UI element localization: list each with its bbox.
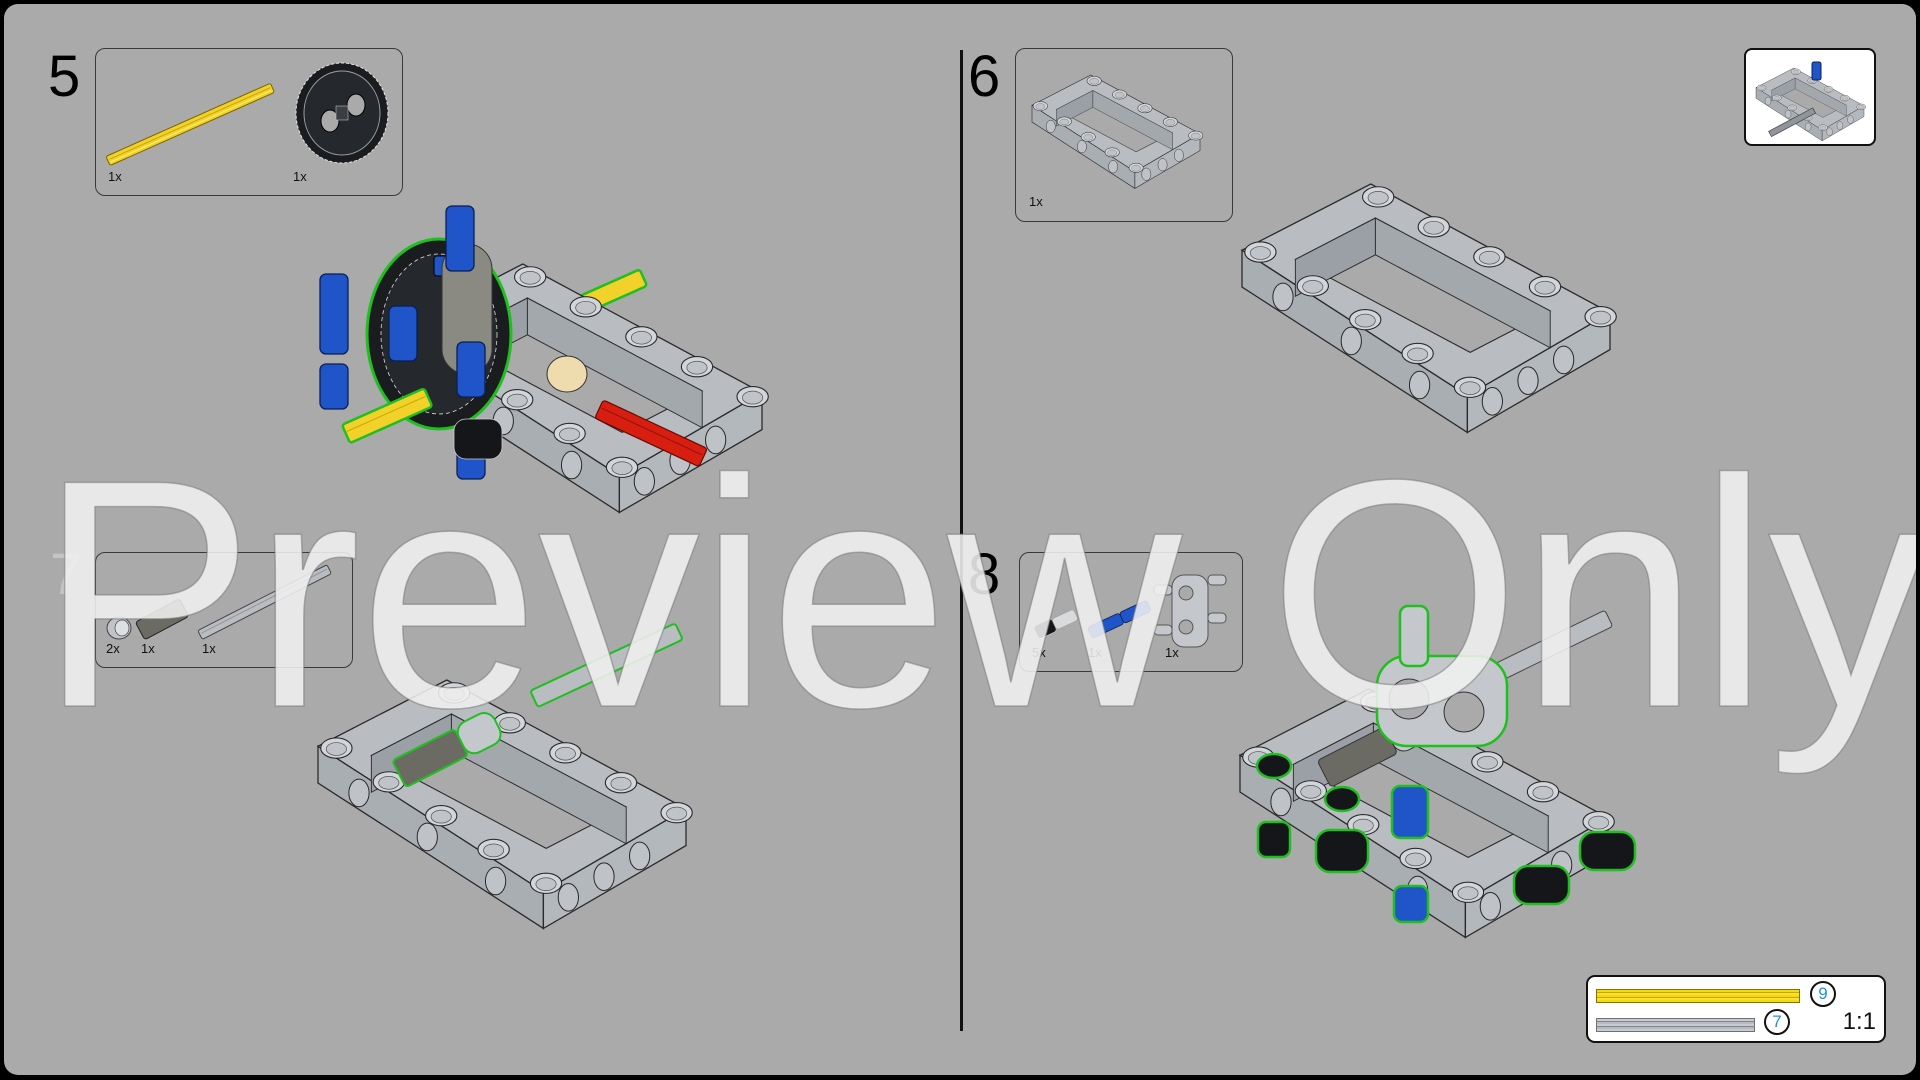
part-qty: 1x	[293, 169, 307, 184]
black-pin-icon	[1033, 609, 1078, 639]
preview-model-icon	[1755, 61, 1866, 142]
step-7-assembly-model	[316, 623, 693, 930]
axle-connector-icon	[135, 599, 189, 640]
yellow-axle-length-bar	[1596, 989, 1800, 1003]
step-8-parts-icons	[1033, 574, 1227, 648]
parts-callout-step-7: 2x 1x 1x	[95, 552, 353, 668]
bush-icon	[106, 616, 132, 640]
step-7-parts-icons	[106, 564, 332, 640]
part-qty: 1x	[1088, 645, 1102, 660]
step-number-6: 6	[968, 44, 1001, 109]
double-pin-connector-icon	[1153, 574, 1227, 648]
double-pin-connector	[1375, 604, 1509, 748]
blue-pin-icon	[1088, 600, 1151, 638]
step-number-5: 5	[48, 44, 81, 109]
frame-part-icon	[1031, 74, 1204, 189]
yellow-axle-icon	[106, 83, 275, 166]
light-gray-axle-icon	[197, 564, 332, 640]
part-qty: 2x	[106, 641, 120, 656]
vertical-divider	[960, 50, 963, 1031]
part-qty: 1x	[202, 641, 216, 656]
part-qty: 1x	[141, 641, 155, 656]
part-qty: 1x	[1165, 645, 1179, 660]
axle-length-label: 7	[1764, 1009, 1790, 1035]
gray-axle-length-bar	[1596, 1018, 1755, 1032]
step-number-7: 7	[50, 542, 83, 607]
gear-icon	[295, 62, 389, 164]
part-qty: 1x	[108, 169, 122, 184]
axle-length-legend: 9 7 1:1	[1586, 975, 1886, 1043]
step-number-8: 8	[968, 542, 1001, 607]
parts-callout-step-6: 1x	[1015, 48, 1233, 222]
step-5-assembly-model	[319, 205, 769, 514]
step-8-assembly-model	[1238, 604, 1637, 939]
instruction-page: 5 1x 1x	[4, 4, 1916, 1075]
parts-callout-step-5: 1x 1x	[95, 48, 403, 196]
parts-callout-step-8: 5x 1x 1x	[1019, 552, 1243, 672]
step-6-assembly-model	[1240, 183, 1617, 434]
scale-label: 1:1	[1842, 1008, 1876, 1035]
part-qty: 5x	[1032, 645, 1046, 660]
final-model-preview	[1744, 48, 1876, 146]
part-qty: 1x	[1029, 194, 1043, 209]
axle-length-label: 9	[1810, 981, 1836, 1007]
